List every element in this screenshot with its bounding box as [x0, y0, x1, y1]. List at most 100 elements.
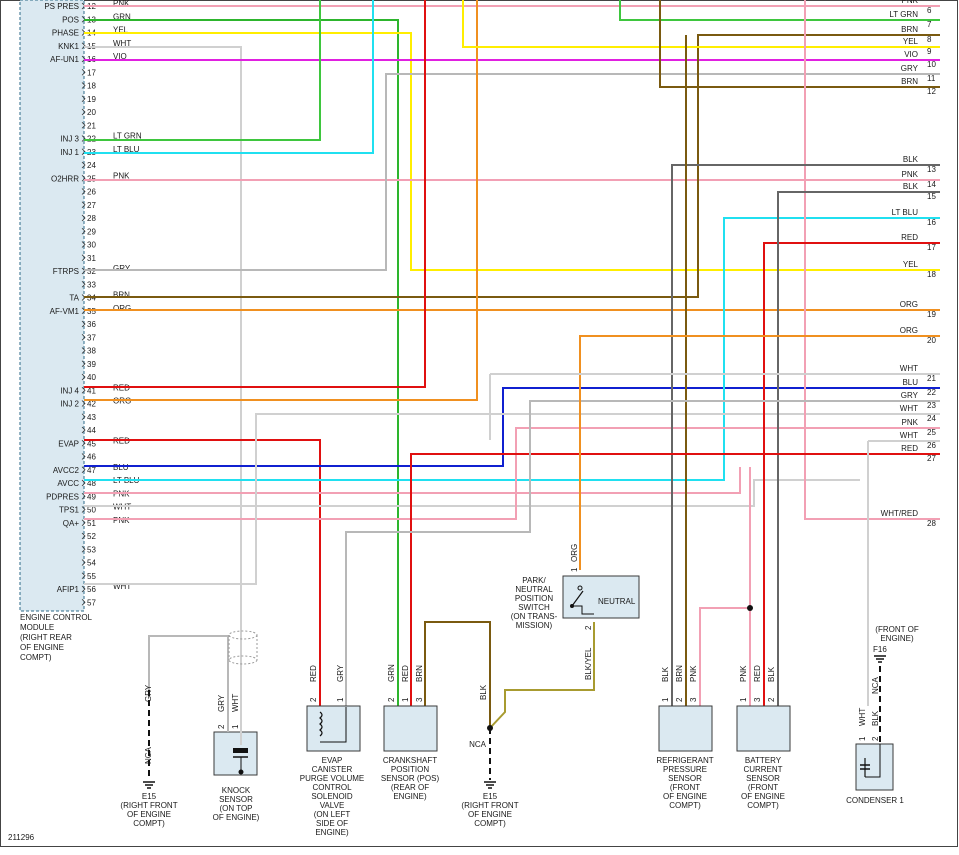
component-label: KNOCK: [222, 786, 251, 795]
condenser-wire-label: BLK: [871, 710, 880, 726]
ecm-wire-color-label: PNK: [113, 0, 130, 8]
ecm-pin-number: 44: [87, 426, 96, 435]
evap-box: [306, 705, 361, 752]
ground-wire-label: BLK: [479, 684, 488, 700]
wires: [84, 0, 940, 729]
component-label: POSITION: [391, 765, 429, 774]
terminal-wire-label: WHT: [900, 404, 918, 413]
component-label: (RIGHT FRONT: [120, 801, 177, 810]
component-label: VALVE: [320, 801, 345, 810]
knock-element-icon: [233, 748, 248, 753]
ground-icon: [874, 655, 886, 663]
ecm-signal-label: AF-VM1: [50, 307, 80, 316]
battery-wire-label: BLK: [767, 666, 776, 682]
ecm-pin-number: 25: [87, 174, 96, 183]
ecm-pin-icon: [81, 188, 86, 195]
ecm-pin-icon: [81, 214, 86, 222]
ecm-pin-number: 32: [87, 267, 96, 276]
component-label: ENGINE): [393, 792, 427, 801]
terminal-wire-label: PNK: [902, 418, 919, 427]
terminal-wire-label: ORG: [900, 326, 918, 335]
terminal-wire-label: PNK: [902, 170, 919, 179]
ecm-pin-number: 46: [87, 453, 96, 462]
ecm-pin-icon: [81, 492, 86, 500]
condenser-ground-label: (FRONT OF: [875, 625, 919, 634]
switch-arm-icon: [571, 590, 584, 607]
ground-conn-label: NCA: [469, 740, 487, 749]
ecm-signal-label: KNK1: [58, 42, 79, 51]
ground-e15-mid: BLK NCA E15 (RIGHT FRONT OF ENGINE COMPT…: [461, 684, 518, 828]
shield-top: [228, 630, 258, 640]
ecm-pin-icon: [81, 108, 86, 116]
ecm-pin-number: 37: [87, 333, 96, 342]
ecm-wire-color-label: LT BLU: [113, 145, 140, 154]
terminal-number: 16: [927, 218, 936, 227]
terminal-wire-label: BRN: [901, 25, 918, 34]
wire-blk-13: [671, 164, 940, 706]
ecm-pin-icon: [81, 386, 86, 394]
component-label: PARK/: [522, 576, 546, 585]
ecm-signal-label: AF-UN1: [50, 55, 79, 64]
ecm-pin-icon: [81, 333, 86, 341]
knock-sensor-box: [213, 731, 258, 776]
wire-pin15: [84, 46, 242, 706]
condenser-conn-label: NCA: [871, 676, 880, 694]
battery-pin-label: 1: [739, 697, 748, 702]
component-label: CANISTER: [312, 765, 353, 774]
battery-wire-label: RED: [753, 665, 762, 682]
battery-box: [736, 705, 791, 752]
terminal-number: 25: [927, 428, 936, 437]
component-label: (ON TOP: [219, 804, 252, 813]
refrig-wire-label: BLK: [661, 666, 670, 682]
terminal-number: 6: [927, 6, 932, 15]
component-label: CRANKSHAFT: [383, 756, 437, 765]
terminal-number: 15: [927, 192, 936, 201]
ecm-pin-number: 42: [87, 400, 96, 409]
crank-wire-label: RED: [401, 665, 410, 682]
ecm-pin-number: 19: [87, 95, 96, 104]
ecm-pin-icon: [81, 598, 86, 606]
refrig-wire-label: BRN: [675, 665, 684, 682]
ecm-pin-number: 41: [87, 386, 96, 395]
condenser-wire-label: WHT: [858, 708, 867, 726]
ecm-wire-color-label: PNK: [113, 171, 130, 180]
ground-conn-label: NCA: [144, 746, 153, 764]
ecm-pin-number: 43: [87, 413, 96, 422]
battery-current-sensor: PNK RED BLK 1 3 2 BATTERY CURRENT SENSOR…: [736, 665, 791, 810]
ecm-pin-icon: [81, 280, 86, 288]
terminal-wire-label: RED: [901, 444, 918, 453]
terminal-number: 26: [927, 441, 936, 450]
component-label: (FRONT: [748, 783, 778, 792]
ecm-pin-number: 21: [87, 121, 96, 130]
ecm-pin-number: 24: [87, 161, 96, 170]
condenser-internal-wire: [865, 744, 881, 778]
component-label: CONTROL: [312, 783, 352, 792]
shield-bottom: [228, 655, 258, 665]
ecm-pin-number: 45: [87, 439, 96, 448]
ecm-signal-label: TPS1: [59, 506, 80, 515]
ecm-signal-label: INJ 1: [60, 148, 79, 157]
wire-pin48: [84, 217, 940, 481]
ecm-pin-icon: [81, 453, 86, 460]
condenser-ground-label: F16: [873, 645, 887, 654]
ecm-pin-number: 39: [87, 360, 96, 369]
terminal-number: 9: [927, 47, 932, 56]
ecm-box: [19, 0, 85, 612]
wire-pin23: [84, 0, 374, 154]
ecm-pin-icon: [81, 439, 86, 447]
terminal-number: 21: [927, 374, 936, 383]
terminal-wire-label: GRY: [901, 64, 919, 73]
crank-wire-label: BRN: [415, 665, 424, 682]
terminal-number: 28: [927, 519, 936, 528]
component-label: REFRIGERANT: [656, 756, 713, 765]
ecm-pin-icon: [81, 360, 86, 368]
terminal-number: 7: [927, 20, 932, 29]
ecm-signal-label: INJ 2: [60, 400, 79, 409]
terminal-number: 24: [927, 414, 936, 423]
component-label: MISSION): [516, 621, 553, 630]
ecm-signal-label: FTRPS: [53, 267, 79, 276]
wire-pin41: [84, 0, 426, 388]
